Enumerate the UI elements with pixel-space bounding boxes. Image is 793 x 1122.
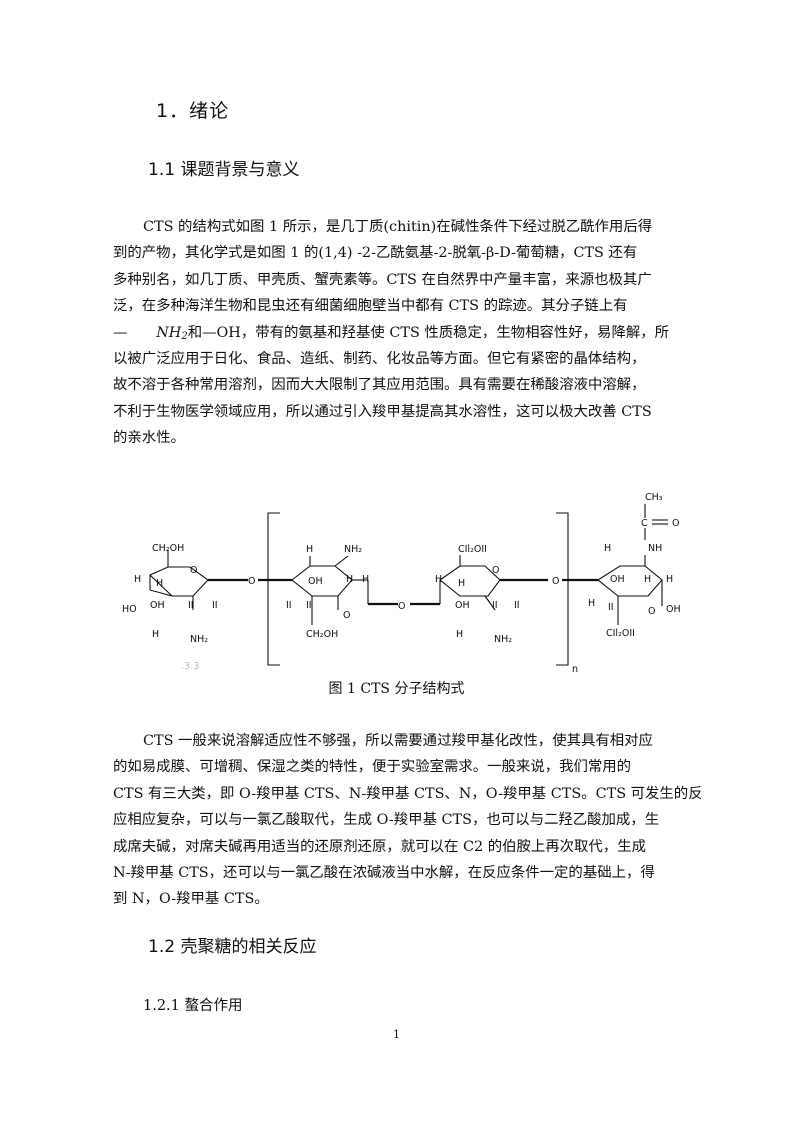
h-label: H [134,574,141,585]
line-rest: 和—OH，带有的氨基和羟基使 CTS 性质稳定，生物相容性好，易降解，所 [187,324,670,341]
linking-oxygen-label: O [552,576,559,587]
page-number: 1 [393,1028,400,1041]
subsubsection-title: 1.2.1 螯合作用 [143,998,243,1014]
h-label: H [666,574,673,585]
right-bracket [556,512,569,666]
ring-4 [597,565,663,597]
repeat-n-label: n [572,664,578,675]
paragraph-line: 的亲水性。 [113,430,185,447]
h-label: H [604,543,611,554]
paragraph-line: CTS 一般来说溶解适应性不够强，所以需要通过羧甲基化改性，使其具有相对应 [143,733,653,749]
ring-2 [291,565,353,597]
dash-prefix: — [113,324,157,341]
h-label: H [588,598,595,609]
h-label: H [156,578,163,589]
ring-3 [439,565,501,597]
nh-label: NH [648,543,662,554]
h-label: H [306,544,313,555]
paragraph-line: 多种别名，如几丁质、甲壳质、蟹壳素等。CTS 在自然界中产量丰富，来源也极其广 [113,271,652,288]
ring-oxygen-label: O [343,610,350,621]
paragraph-line: 故不溶于各种常用溶剂，因而大大限制了其应用范围。具有需要在稀酸溶液中溶解， [113,377,646,394]
ring-oxygen-label: O [648,606,655,617]
section-title: 1．绪论 [156,100,230,122]
ii-label: II [608,602,614,613]
ii-label: II [306,600,312,611]
ii-label: II [492,600,498,611]
subscript-2: 2 [181,330,188,342]
ii-label: II [212,600,218,611]
nh2-label: NH₂ [344,544,362,555]
linking-oxygen-label: O [248,576,255,587]
ring-1 [149,566,209,597]
paragraph-line: CTS 的结构式如图 1 所示，是几丁质(chitin)在碱性条件下经过脱乙酰作… [143,219,653,235]
faint-mark: .3.3 [181,661,199,672]
paragraph-line: 的如易成膜、可增稠、保湿之类的特性，便于实验室需求。一般来说，我们常用的 [113,759,632,776]
paragraph-line: 到 N，O-羧甲基 CTS。 [113,891,269,908]
nh2-formula: NH2 [156,324,188,342]
paragraph-line: — NH2和—OH，带有的氨基和羟基使 CTS 性质稳定，生物相容性好，易降解，… [113,320,701,346]
ch2oh-label: CH₂OH [152,543,184,554]
paragraph-line: 泛，在多种海洋生物和昆虫还有细菌细胞壁当中都有 CTS 的踪迹。其分子链上有 [113,298,628,315]
ch2oh-label: CIl₂OII [606,628,635,639]
ii-label: II [188,600,194,611]
subsection-title-1-1: 1.1 课题背景与意义 [148,160,300,180]
ii-label: II [514,600,520,611]
h-label: H [644,574,651,585]
ch3-label: CH₃ [645,492,663,503]
nh2-label: NH₂ [190,634,208,645]
h-label: H [456,629,463,640]
nh2-label: NH₂ [494,634,512,645]
ho-label: HO [122,604,137,615]
oh-label: OH [666,604,681,615]
ring-oxygen-label: O [190,565,197,576]
h-label: H [152,629,159,640]
h-label: H [458,578,465,589]
paragraph-line: 成席夫碱，对席夫碱再用适当的还原剂还原，就可以在 C2 的伯胺上再次取代，生成 [113,838,646,855]
h-label: H [346,574,353,585]
oh-label: OH [610,574,625,585]
h-label: H [362,574,369,585]
paragraph-line: 不利于生物医学领域应用，所以通过引入羧甲基提高其水溶性，这可以极大改善 CTS [113,403,652,420]
paragraph-cts-structure: CTS 的结构式如图 1 所示，是几丁质(chitin)在碱性条件下经过脱乙酰作… [113,214,701,452]
nh-text: NH [156,324,182,341]
paragraph-line: N-羧甲基 CTS，还可以与一氯乙酸在浓碱液当中水解，在反应条件一定的基础上，得 [113,864,655,881]
oh-label: OH [150,600,165,611]
figure-caption: 图 1 CTS 分子结构式 [328,681,465,697]
oh-label: OH [308,576,323,587]
paragraph-line: CTS 有三大类，即 O-羧甲基 CTS、N-羧甲基 CTS、N，O-羧甲基 C… [113,785,701,802]
subsection-title-1-2: 1.2 壳聚糖的相关反应 [148,937,317,957]
ii-label: II [286,600,292,611]
linking-oxygen-label: O [398,601,405,612]
ch2oh-label: CIl₂OII [458,544,487,555]
paragraph-carboxymethyl: CTS 一般来说溶解适应性不够强，所以需要通过羧甲基化改性，使其具有相对应 的如… [113,728,701,913]
carbonyl-o-label: O [672,518,679,529]
ring-oxygen-label: O [492,565,499,576]
paragraph-line: 到的产物，其化学式是如图 1 的(1,4) -2-乙酰氨基-2-脱氧-β-D-葡… [113,245,638,262]
ch2oh-label: CH₂OH [306,629,338,640]
paragraph-line: 应相应复杂，可以与一氯乙酸取代，生成 O-羧甲基 CTS，也可以与二羟乙酸加成，… [113,812,660,829]
h-label: H [435,574,442,585]
left-bracket [267,512,280,666]
paragraph-line: 以被广泛应用于日化、食品、造纸、制药、化妆品等方面。但它有紧密的晶体结构， [113,350,646,367]
carbonyl-c-label: C [641,518,648,529]
oh-label: OH [455,600,470,611]
